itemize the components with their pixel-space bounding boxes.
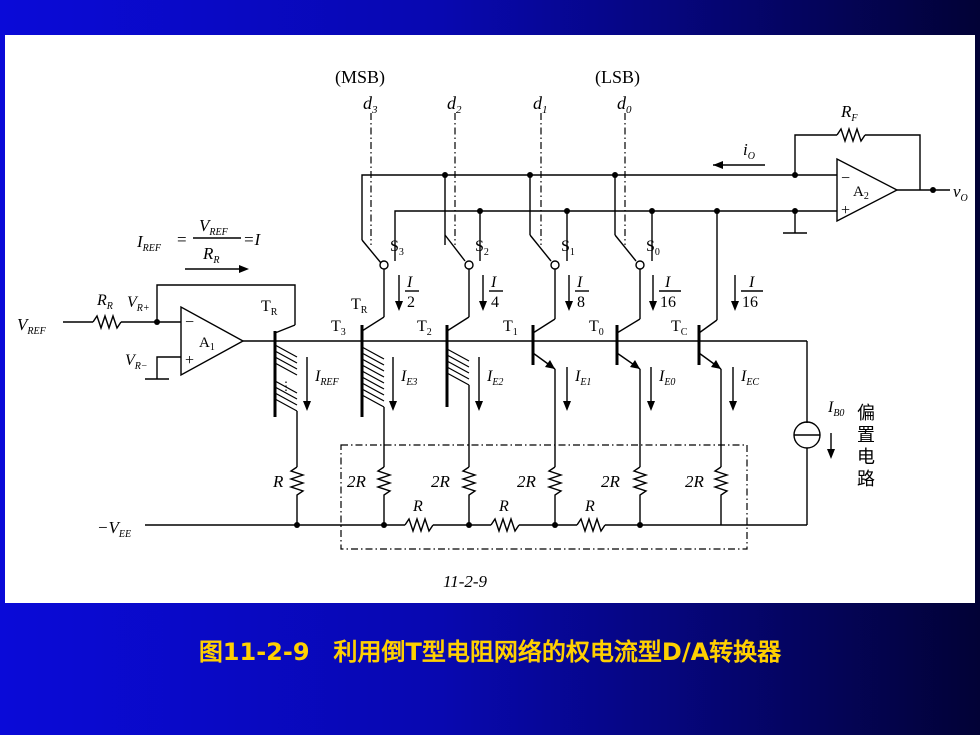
svg-text:偏: 偏: [857, 403, 875, 424]
circuit-figure-panel: (MSB) (LSB) d3 d2 d1 d0 − + A2 RF vO iO: [5, 35, 975, 603]
svg-text:RR: RR: [202, 244, 220, 266]
svg-text:电: 电: [857, 447, 875, 468]
vr-minus-label: VR−: [125, 352, 148, 372]
svg-text:4: 4: [491, 294, 499, 311]
t2-label: T2: [417, 318, 432, 338]
opamp-a1: [180, 305, 245, 377]
lsb-label: (LSB): [595, 67, 640, 88]
svg-text:2: 2: [407, 294, 415, 311]
tr2-label: TR: [351, 296, 368, 316]
transistor-t0: T0 IE0: [589, 303, 675, 467]
svg-text:I: I: [490, 274, 497, 291]
transistor-tc: TC IEC: [671, 318, 759, 467]
iref-equation: IREF = VREF RR =I: [136, 216, 261, 273]
transistor-t1: T1 IE1: [503, 303, 591, 467]
svg-text:8: 8: [577, 294, 585, 311]
figure-number: 11-2-9: [443, 572, 488, 591]
svg-text:16: 16: [742, 294, 758, 311]
ib0-label: IB0: [827, 399, 844, 419]
tr-label: TR: [261, 298, 278, 318]
svg-text:I: I: [576, 274, 583, 291]
t0-label: T0: [589, 318, 604, 338]
tc-label: TC: [671, 318, 688, 338]
svg-text:I: I: [664, 274, 671, 291]
svg-text:2R: 2R: [601, 472, 621, 491]
ie0-label: IE0: [658, 368, 675, 388]
vo-label: vO: [953, 182, 968, 204]
s0-label: S0: [646, 238, 660, 258]
svg-text:−: −: [185, 314, 194, 331]
d3-label: d3: [363, 93, 378, 116]
switch-s3: S3: [361, 175, 446, 303]
svg-text:I: I: [406, 274, 413, 291]
iec-label: IEC: [740, 368, 759, 388]
d2-label: d2: [447, 93, 462, 116]
svg-text:R: R: [584, 498, 595, 515]
ie3-label: IE3: [400, 368, 417, 388]
vref-label: VREF: [17, 315, 47, 337]
svg-text:16: 16: [660, 294, 676, 311]
svg-text:+: +: [185, 352, 194, 369]
d0-label: d0: [617, 93, 632, 116]
bias-circuit-label: 偏 置 电 路: [857, 403, 875, 490]
svg-text:R: R: [498, 498, 509, 515]
svg-text:置: 置: [857, 425, 875, 446]
msb-label: (MSB): [335, 67, 385, 88]
switch-s1: S1: [529, 175, 575, 303]
switch-s0: S0: [614, 175, 660, 303]
t3-label: T3: [331, 318, 346, 338]
switch-s2: S2: [444, 211, 489, 303]
svg-text:+: +: [841, 202, 850, 219]
svg-text:R: R: [272, 472, 284, 491]
a1-label: A1: [199, 335, 215, 353]
transistor-t2: T2 IE2: [417, 303, 503, 467]
ie1-label: IE1: [574, 368, 591, 388]
emitter-resistors: R 2R 2R 2R 2R 2R: [272, 466, 730, 525]
svg-text:−: −: [841, 170, 850, 187]
svg-text:路: 路: [857, 469, 875, 490]
svg-text:2R: 2R: [685, 472, 705, 491]
svg-text:R: R: [412, 498, 423, 515]
svg-text:2R: 2R: [431, 472, 451, 491]
svg-text:I: I: [748, 274, 755, 291]
t-network-outline: [340, 444, 748, 550]
io-label: iO: [743, 140, 755, 162]
circuit-diagram: (MSB) (LSB) d3 d2 d1 d0 − + A2 RF vO iO: [17, 67, 968, 591]
rf-label: RF: [840, 102, 858, 124]
rr-label: RR: [96, 292, 113, 312]
s3-label: S3: [390, 238, 404, 258]
transistor-tr: ⋮ TR IREF: [261, 298, 340, 467]
opamp-a2: [836, 157, 899, 223]
svg-text:⋮: ⋮: [280, 379, 292, 393]
a2-label: A2: [853, 184, 869, 202]
vr-plus-label: VR+: [127, 294, 150, 314]
s2-label: S2: [475, 238, 489, 258]
iref-label: IREF: [314, 368, 340, 388]
d1-label: d1: [533, 93, 548, 116]
t1-label: T1: [503, 318, 518, 338]
transistor-t3: TR T3 IE3: [331, 296, 417, 467]
current-fractions: I 2 I 4 I 8 I 16 I 16: [395, 274, 763, 311]
vee-label: −VEE: [97, 518, 131, 540]
svg-text:IREF: IREF: [136, 232, 162, 254]
svg-text:=: =: [177, 230, 187, 249]
svg-text:2R: 2R: [347, 472, 367, 491]
svg-text:VREF: VREF: [199, 216, 229, 238]
ie2-label: IE2: [486, 368, 503, 388]
s1-label: S1: [561, 238, 575, 258]
svg-text:2R: 2R: [517, 472, 537, 491]
svg-text:=I: =I: [243, 230, 261, 249]
figure-caption: 图11-2-9 利用倒T型电阻网络的权电流型D/A转换器: [198, 638, 782, 666]
